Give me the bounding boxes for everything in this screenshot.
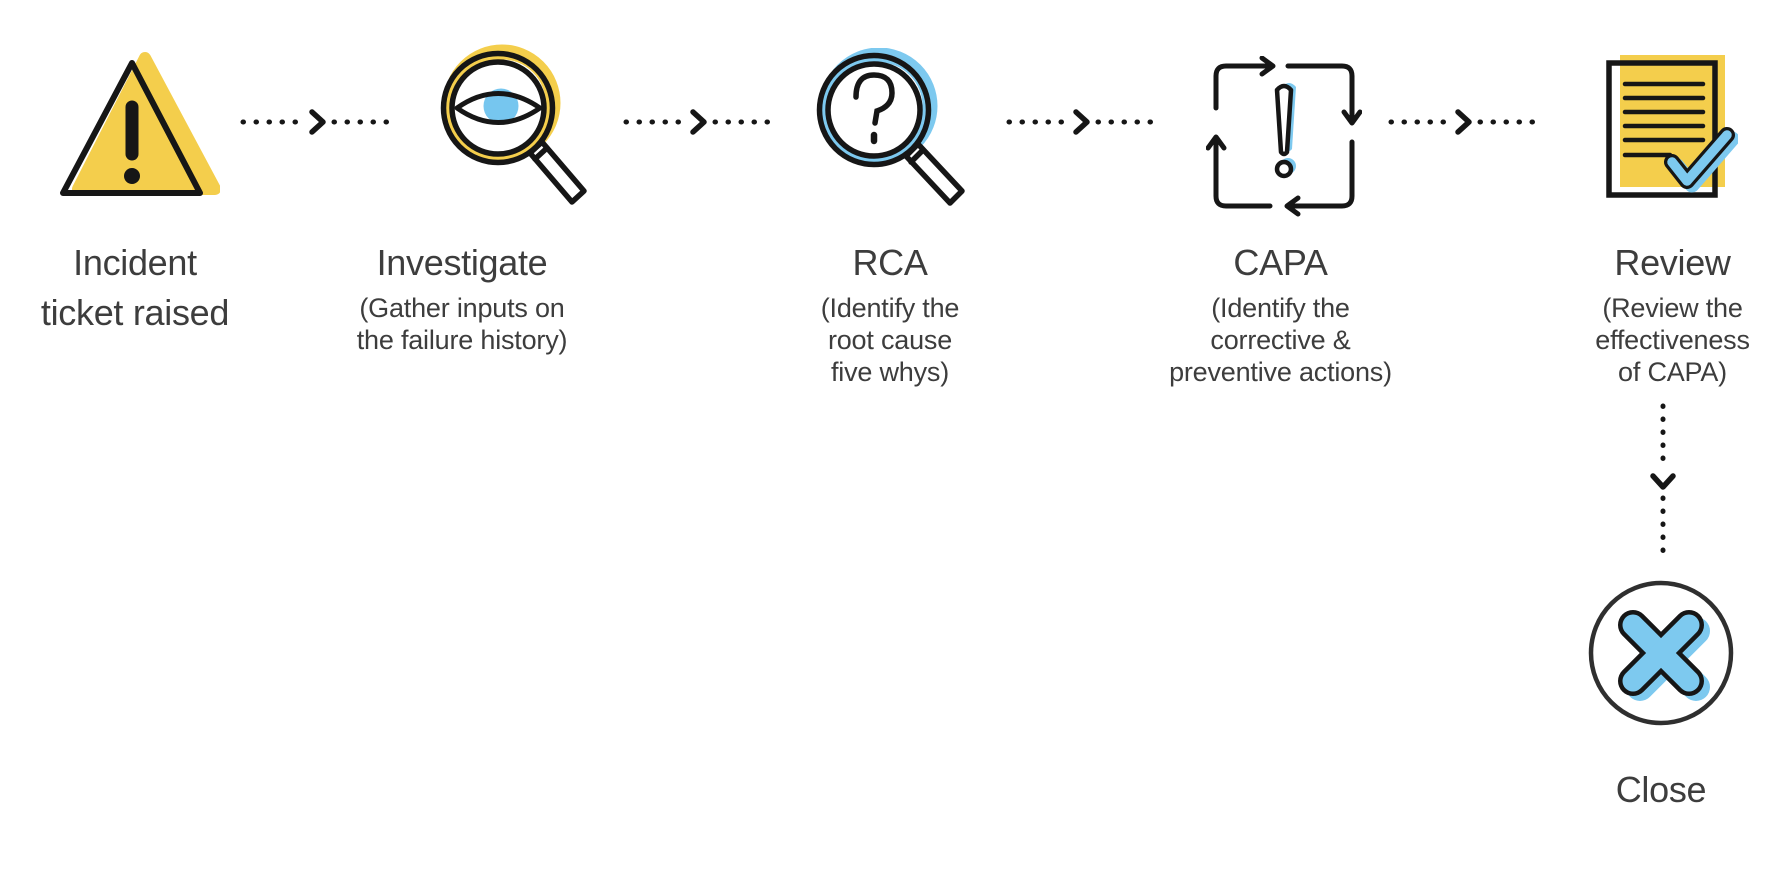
circle-cross-icon	[1588, 580, 1734, 726]
dotted-arrow-right-1	[240, 109, 401, 135]
warning-triangle-icon	[60, 52, 220, 196]
step-title: Close	[1615, 769, 1707, 810]
step-subtitle: (Gather inputs on the failure history)	[356, 293, 568, 355]
step-title: RCA	[852, 242, 928, 283]
cycle-arrows-exclamation-icon	[1206, 56, 1362, 217]
step-subtitle: (Identify the root cause five whys)	[820, 293, 960, 387]
document-checkmark-icon	[1606, 55, 1738, 198]
dotted-arrow-right-2	[623, 109, 779, 135]
step-label-incident: Incident ticket raised	[15, 238, 255, 338]
step-title: Review	[1614, 242, 1731, 283]
magnifying-glass-eye-icon	[440, 44, 587, 205]
dotted-arrow-right-3	[1006, 109, 1162, 135]
step-label-investigate: Investigate (Gather inputs on the failur…	[342, 238, 582, 356]
step-subtitle: (Identify the corrective & preventive ac…	[1169, 293, 1392, 387]
dotted-arrow-down	[1650, 403, 1676, 561]
step-label-close: Close	[1546, 765, 1772, 815]
step-label-rca: RCA (Identify the root cause five whys)	[770, 238, 1010, 388]
magnifying-glass-question-icon	[816, 48, 965, 206]
step-label-review: Review (Review the effectiveness of CAPA…	[1550, 238, 1772, 388]
dotted-arrow-right-4	[1388, 109, 1544, 135]
step-subtitle: (Review the effectiveness of CAPA)	[1595, 293, 1750, 387]
step-label-capa: CAPA (Identify the corrective & preventi…	[1158, 238, 1403, 388]
step-title: Incident	[73, 242, 197, 283]
step-title: CAPA	[1233, 242, 1328, 283]
step-title: ticket raised	[40, 292, 230, 333]
step-title: Investigate	[376, 242, 548, 283]
